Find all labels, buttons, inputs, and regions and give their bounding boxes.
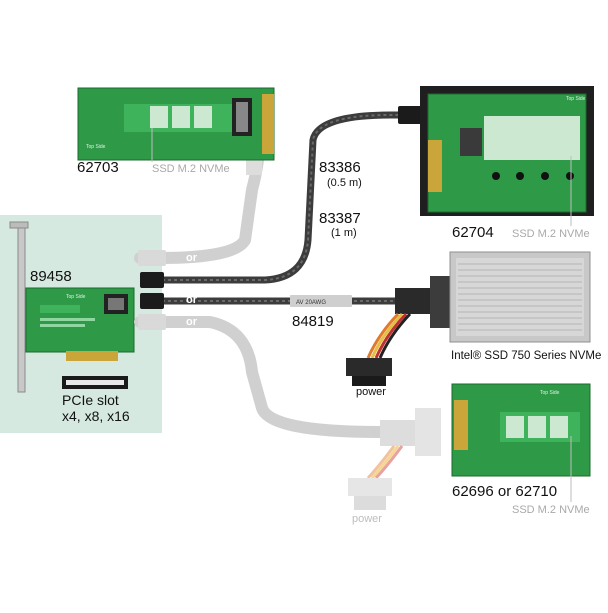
part-83387: 83387 bbox=[319, 210, 361, 227]
m2-bay-62704-top-side: Top Side bbox=[566, 96, 586, 102]
pcie-slot-line2: x4, x8, x16 bbox=[62, 408, 130, 424]
or-label-1: or bbox=[186, 252, 197, 264]
pcie-slot-line1: PCIe slot bbox=[62, 392, 119, 408]
cable-84819-print: AV 20AWG bbox=[296, 300, 326, 306]
power-label: power bbox=[356, 386, 386, 398]
desc-62704: SSD M.2 NVMe bbox=[512, 228, 590, 240]
power-label-faded: power bbox=[352, 513, 382, 525]
cable-83386-83387 bbox=[140, 106, 426, 288]
pcie-card-top-side: Top Side bbox=[66, 294, 86, 300]
m2-adapter-bottom-top-side: Top Side bbox=[540, 390, 560, 396]
m2-adapter-62703-top-side: Top Side bbox=[86, 144, 106, 150]
or-label-2: or bbox=[186, 294, 197, 306]
pcie-card bbox=[25, 287, 135, 361]
intel-ssd-750 bbox=[449, 251, 591, 343]
part-62696-62710: 62696 or 62710 bbox=[452, 483, 558, 500]
m2-adapter-62703 bbox=[77, 87, 275, 161]
intel-ssd-label: Intel® SSD 750 Series NVMe bbox=[451, 350, 602, 362]
faded-power-cable bbox=[366, 445, 404, 480]
part-89458: 89458 bbox=[30, 268, 72, 285]
power-connector bbox=[346, 358, 392, 386]
cable-84819 bbox=[140, 276, 452, 328]
pcie-bracket bbox=[9, 221, 29, 393]
pcie-slot-label: PCIe slot x4, x8, x16 bbox=[62, 392, 130, 424]
power-cable bbox=[366, 312, 412, 359]
or-label-3: or bbox=[186, 316, 197, 328]
m2-adapter-62696-62710 bbox=[451, 383, 591, 477]
part-83386: 83386 bbox=[319, 159, 361, 176]
part-84819: 84819 bbox=[292, 313, 334, 330]
desc-62696-62710: SSD M.2 NVMe bbox=[512, 504, 590, 516]
desc-62703: SSD M.2 NVMe bbox=[152, 163, 230, 175]
pcie-slot bbox=[62, 376, 128, 389]
part-62703: 62703 bbox=[77, 159, 119, 176]
m2-bay-62704 bbox=[420, 86, 594, 216]
length-83387: (1 m) bbox=[331, 227, 357, 239]
length-83386: (0.5 m) bbox=[327, 177, 362, 189]
part-62704: 62704 bbox=[452, 224, 494, 241]
faded-power-connector bbox=[348, 478, 392, 510]
